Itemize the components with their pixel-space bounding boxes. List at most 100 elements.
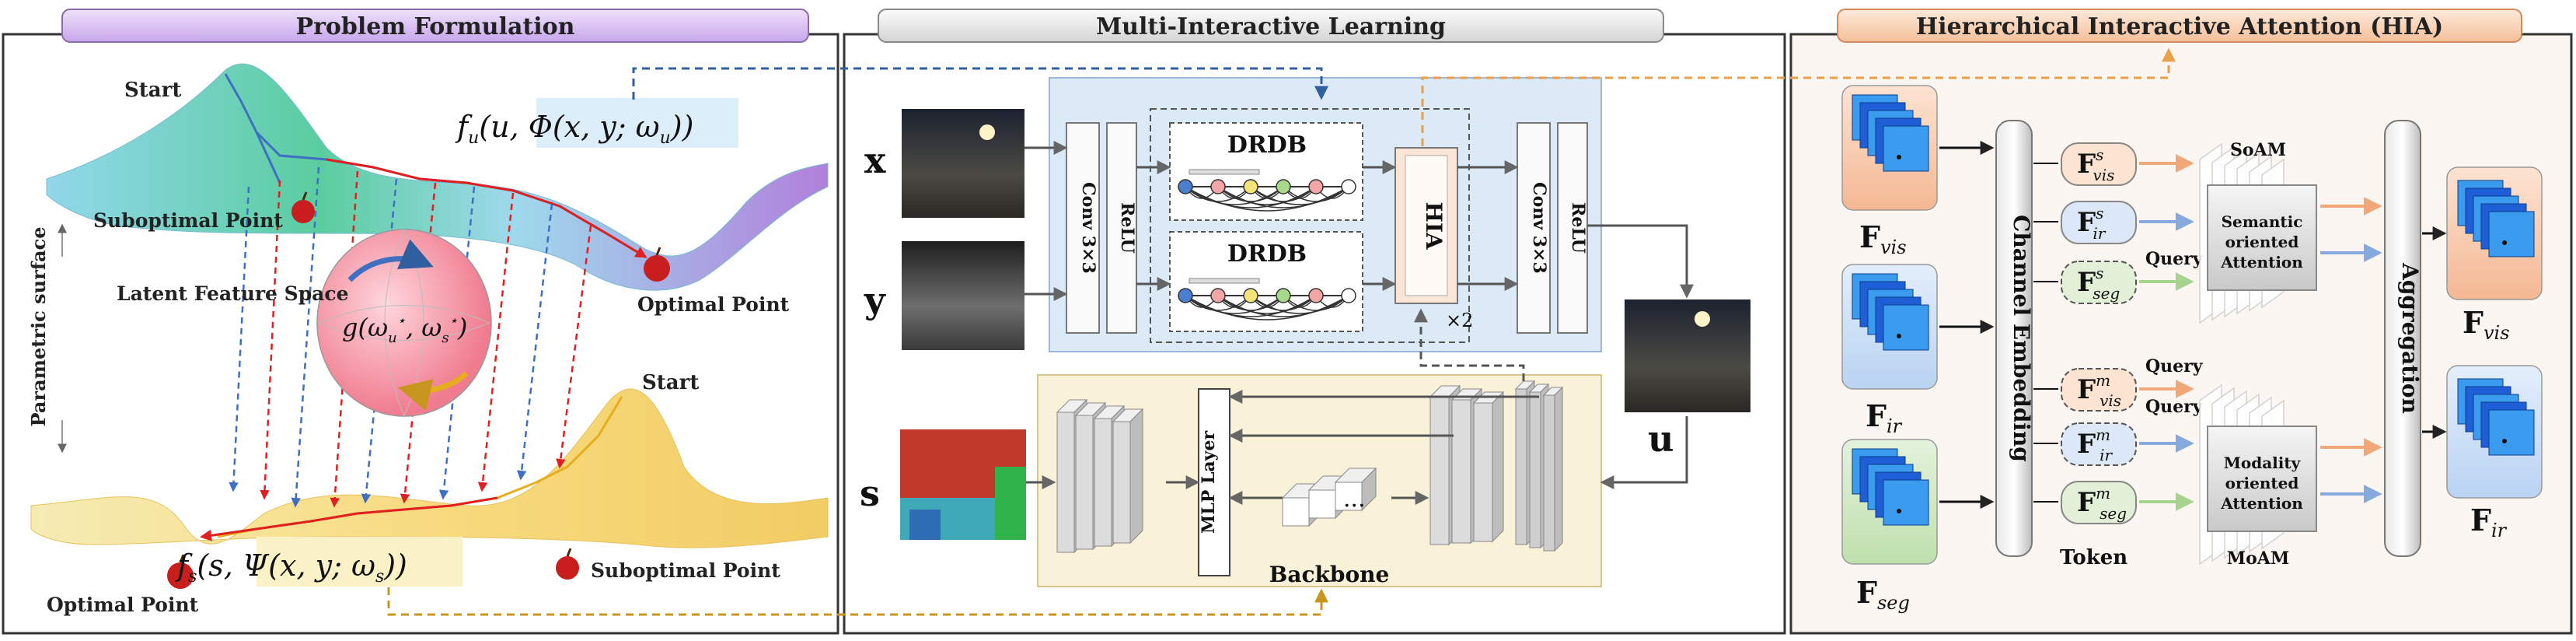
f-seg-label: F (1856, 575, 1877, 610)
conv-left (1066, 122, 1100, 334)
input-feature-labels: Fvis Fir Fseg (1856, 219, 1910, 614)
f-vis-label: F (1859, 219, 1880, 254)
label-s: s (860, 472, 880, 514)
backbone-slab-mid-front (1282, 497, 1310, 527)
drdb-dense-link (1217, 186, 1284, 202)
svg-text:Fseg: Fseg (1856, 575, 1910, 614)
label-u: u (1648, 418, 1674, 460)
backbone-slab-left-front (1094, 418, 1112, 547)
backbone-to-hia-dashed (1414, 308, 1525, 381)
g-mid: , ω (406, 313, 442, 342)
semantic-attention-box (2207, 184, 2317, 291)
output-image-u (1625, 299, 1750, 412)
modality-attention-box (2207, 426, 2317, 532)
backbone-slab-left-side (1129, 408, 1143, 545)
backbone-slab-mid-front (1308, 489, 1336, 519)
streetlight-u (1695, 311, 1710, 327)
svg-text:Fvis: Fvis (1859, 219, 1907, 258)
interaction-line (260, 180, 281, 500)
fs-close: )) (383, 548, 407, 583)
f-ir-out-sub: ir (2491, 520, 2508, 541)
drdb-top-label: DRDB (1227, 131, 1307, 159)
drdb-group (1150, 108, 1470, 343)
seg-feature-map (1883, 479, 1929, 526)
backbone-slab-left-front (1056, 412, 1075, 553)
drdb-node (1308, 288, 1324, 303)
f-seg-sub: seg (1877, 592, 1910, 614)
apple-icon-bottom-optimal (167, 554, 194, 589)
fs-formula: fs(s, Ψ(x, y; ωs)) (175, 548, 407, 587)
g-expr: g(ω (342, 313, 388, 342)
hia-title: Hierarchical Interactive Attention (HIA) (1916, 13, 2443, 40)
backbone-slab-far-side (1554, 386, 1563, 552)
modality-line-2: oriented (2225, 474, 2299, 492)
fs-body: (s, Ψ(x, y; ω (197, 548, 375, 583)
drdb-bar (1189, 169, 1260, 175)
label-y: y (864, 279, 886, 321)
sphere-rotation-blue (347, 239, 434, 282)
moam-label: MoAM (2227, 548, 2289, 569)
streetlight-x (979, 124, 995, 140)
backbone-slab-mid-front (1335, 482, 1363, 511)
suboptimal-label-top: Suboptimal Point (93, 209, 283, 232)
output-feature-labels: Fvis Fir (2463, 305, 2510, 541)
ir-output-feature-map (2488, 409, 2535, 456)
drdb-node (1341, 288, 1356, 303)
ir-output-feature-map-dot (2502, 439, 2507, 443)
backbone-label: Backbone (1269, 562, 1390, 587)
drdb-node (1178, 288, 1193, 303)
f-ir-label: F (1866, 398, 1887, 433)
backbone-slab-right-side (1492, 391, 1504, 543)
svg-text:fu(u, Φ(x, y; ωu)): fu(u, Φ(x, y; ωu)) (455, 110, 693, 148)
drdb-dense-link (1250, 186, 1317, 202)
vis-output-feature-map-dot (2502, 240, 2507, 245)
hia-header (1837, 9, 2522, 43)
aggregation-label: Aggregation (2397, 262, 2423, 414)
sphere-rotation-gold (397, 371, 469, 412)
token-pill (2061, 201, 2137, 244)
drdb-dense-link (1283, 295, 1349, 311)
backbone-slab-far-front (1515, 388, 1527, 545)
vis-feature-map-dot (1897, 155, 1901, 159)
problem-title: Problem Formulation (296, 13, 575, 40)
f-vis-sub: vis (1880, 236, 1907, 258)
drdb-dense-link (1217, 295, 1284, 311)
fs-highlight (257, 537, 462, 587)
channel-embedding-pillar (1995, 120, 2033, 557)
token-pill (2061, 481, 2137, 524)
fu-body: (u, Φ(x, y; ω (479, 110, 659, 144)
interaction-line (229, 186, 250, 492)
fs-sub: s (188, 567, 197, 587)
seg-feature-map-dot (1897, 509, 1901, 513)
sphere-grid (318, 229, 490, 417)
dashed-link-fu (632, 67, 1328, 100)
token-label: Token (2060, 546, 2127, 569)
dashed-link-hia (1421, 47, 2176, 146)
parametric-surface-label: Parametric surface (27, 227, 50, 427)
modality-line-1: Modality (2224, 454, 2302, 472)
f-ir-out-label: F (2470, 503, 2491, 538)
output-feature-stacks (2457, 180, 2535, 456)
aggregation-pillar (2384, 120, 2421, 557)
modality-line-3: Attention (2220, 494, 2303, 513)
backbone-slab-far-front (1529, 391, 1541, 548)
drdb-node (1308, 179, 1324, 194)
backbone-slab-right-front (1429, 396, 1450, 545)
drdb-node (1178, 179, 1193, 194)
suboptimal-label-bottom: Suboptimal Point (591, 559, 780, 582)
svg-text:Fir: Fir (2470, 503, 2508, 541)
ir-feature-map (1883, 304, 1929, 351)
fu-formula: fu(u, Φ(x, y; ωu)) (455, 110, 693, 148)
backbone-stacks (1056, 380, 1564, 554)
fu-highlight (536, 98, 738, 148)
relu-right-label: ReLU (1568, 202, 1588, 254)
drdb-dense-link (1283, 186, 1349, 202)
apple-icon-top-optimal (644, 247, 670, 282)
multi-header (878, 9, 1664, 43)
drdb-nodes (1178, 169, 1356, 320)
